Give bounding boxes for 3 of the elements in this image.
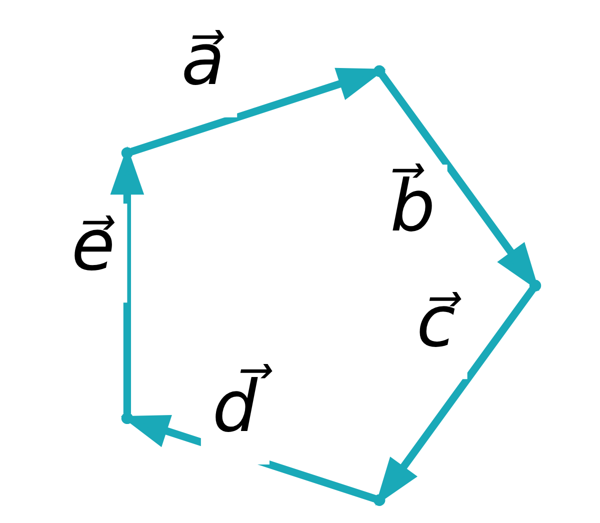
edge-label: a⃗: [180, 18, 224, 102]
edge-label: b⃗: [390, 164, 435, 248]
edge-label: e⃗: [70, 203, 115, 286]
